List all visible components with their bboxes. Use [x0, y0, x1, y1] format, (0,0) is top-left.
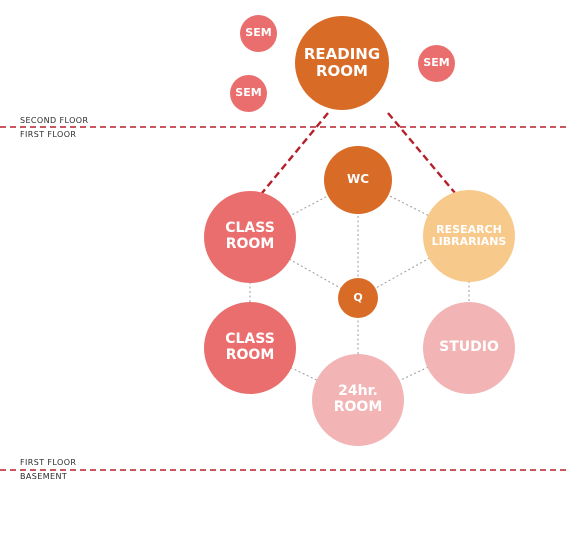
floor-label-first-floor-bottom: FIRST FLOOR: [20, 458, 77, 467]
floor-label-first-floor-top: FIRST FLOOR: [20, 130, 77, 139]
node-studio: STUDIO: [423, 302, 515, 394]
node-q-label: Q: [353, 290, 363, 304]
node-sem-1-label: SEM: [245, 26, 272, 40]
link-reading-to-classroom: [261, 112, 329, 194]
node-class-room-1-label: CLASS ROOM: [225, 220, 275, 252]
node-sem-2-label: SEM: [423, 56, 450, 70]
node-class-room-2: CLASS ROOM: [204, 302, 296, 394]
node-reading-room: READING ROOM: [295, 16, 389, 110]
node-wc: WC: [324, 146, 392, 214]
node-reading-room-label: READING ROOM: [303, 45, 381, 80]
link-research-q: [357, 235, 470, 299]
node-research-librarians-label: RESEARCH LIBRARIANS: [431, 222, 507, 248]
node-wc-label: WC: [346, 172, 370, 187]
node-sem-3-label: SEM: [235, 86, 262, 100]
node-sem-2: SEM: [418, 45, 455, 82]
node-studio-label: STUDIO: [439, 339, 499, 356]
node-24hr-room-label: 24hr. ROOM: [333, 383, 383, 415]
node-class-room-2-label: CLASS ROOM: [225, 331, 275, 363]
floor-label-second-floor: SECOND FLOOR: [20, 116, 89, 125]
floor-label-basement: BASEMENT: [20, 472, 68, 481]
node-sem-3: SEM: [230, 75, 267, 112]
link-reading-to-research: [387, 112, 456, 194]
node-q: Q: [338, 278, 378, 318]
node-research-librarians: RESEARCH LIBRARIANS: [423, 190, 515, 282]
node-24hr-room: 24hr. ROOM: [312, 354, 404, 446]
node-class-room-1: CLASS ROOM: [204, 191, 296, 283]
node-sem-1: SEM: [240, 15, 277, 52]
